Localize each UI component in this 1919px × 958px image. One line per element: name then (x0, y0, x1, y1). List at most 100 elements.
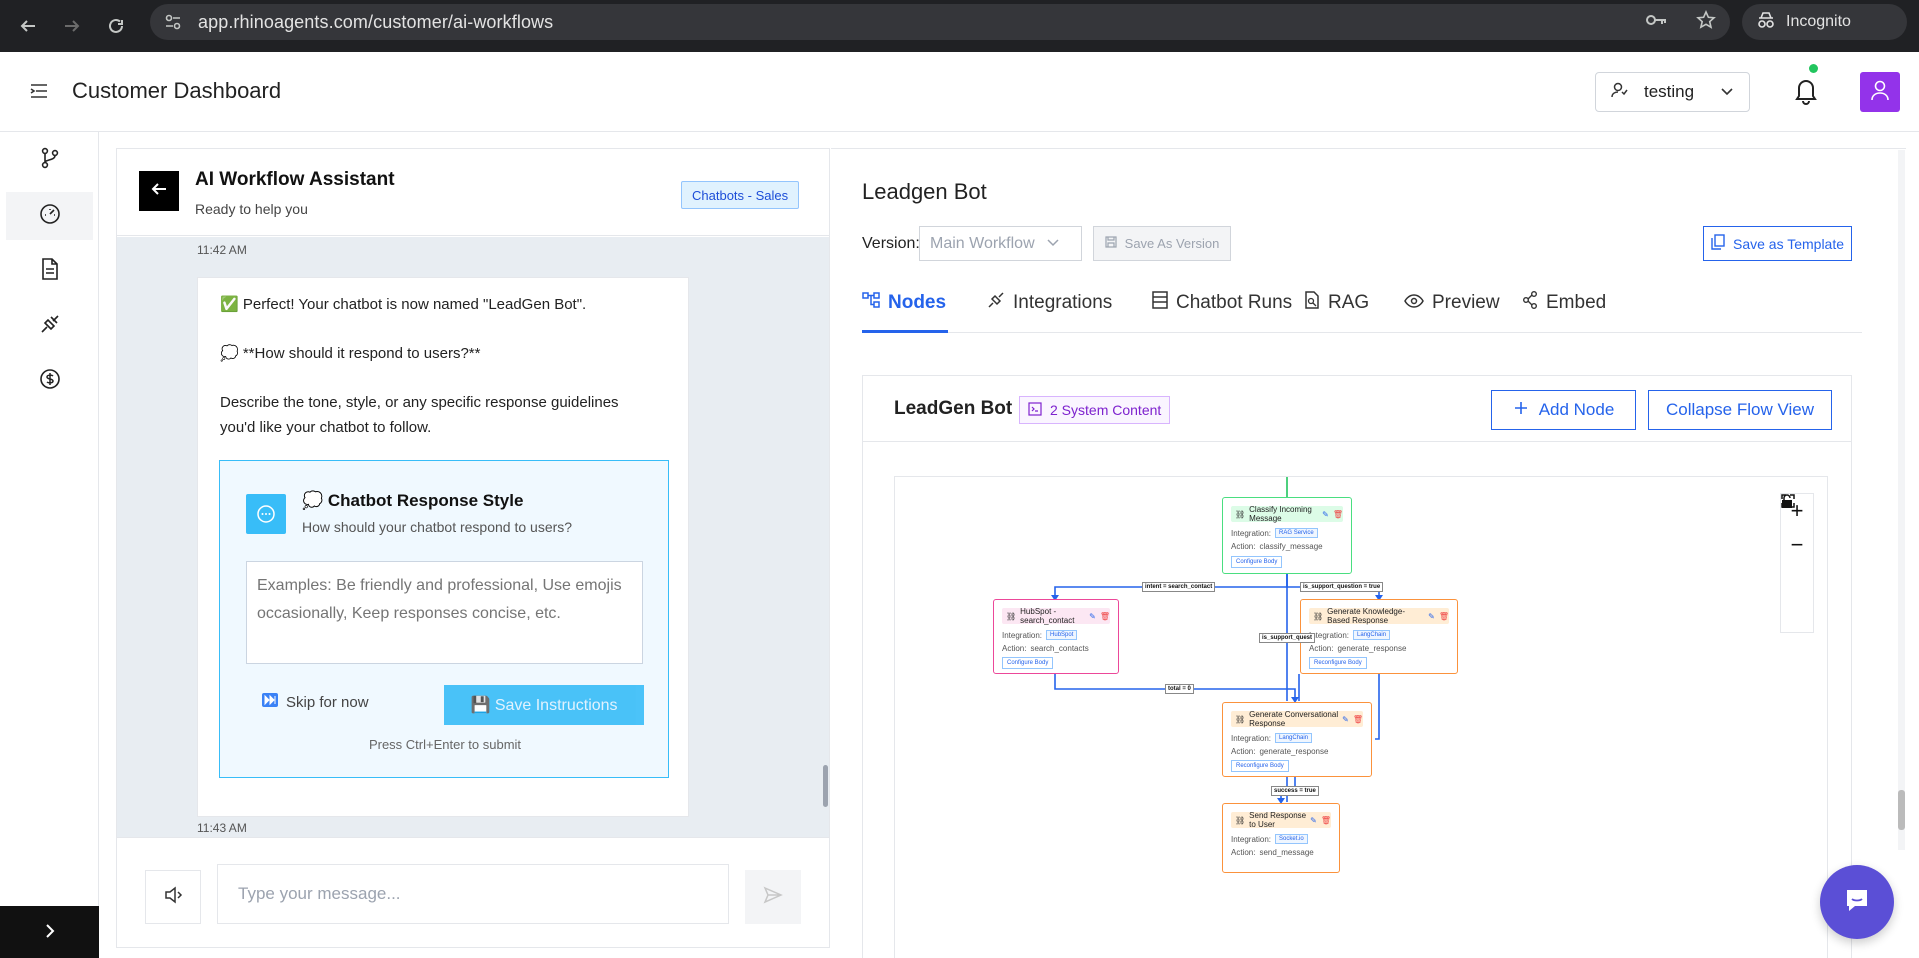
integration-label: Integration: (1231, 834, 1272, 844)
edit-icon[interactable]: ✎ (1322, 509, 1329, 519)
notification-bell-icon[interactable] (1792, 76, 1820, 106)
message-line: you'd like your chatbot to follow. (220, 419, 432, 436)
user-icon (1869, 79, 1891, 106)
flow-canvas[interactable]: ⛓ Classify Incoming Message ✎ 🗑 Integrat… (894, 476, 1828, 958)
site-settings-icon[interactable] (162, 11, 184, 33)
sidebar-expand-button[interactable] (0, 906, 99, 958)
sidebar-item-documents[interactable] (6, 247, 93, 295)
link-icon: ⛓ (1006, 611, 1017, 621)
tab-label: Embed (1546, 292, 1607, 313)
online-status-dot (1809, 64, 1818, 73)
tab-embed[interactable]: Embed (1522, 273, 1606, 333)
trash-icon[interactable]: 🗑 (1332, 509, 1343, 519)
edit-icon[interactable]: ✎ (1089, 611, 1096, 621)
chat-messages[interactable]: 11:42 AM ✅ Perfect! Your chatbot is now … (117, 237, 829, 837)
fit-view-button[interactable] (1781, 494, 1813, 596)
edit-icon[interactable]: ✎ (1428, 611, 1435, 621)
node-title: HubSpot - search_contact (1020, 607, 1075, 625)
tab-preview[interactable]: Preview (1404, 273, 1500, 333)
forward-arrow-icon[interactable] (56, 10, 88, 42)
edit-icon[interactable]: ✎ (1342, 714, 1349, 724)
org-selector[interactable]: testing (1595, 72, 1750, 112)
trash-icon[interactable]: 🗑 (1320, 815, 1331, 825)
bookmark-star-icon[interactable] (1696, 9, 1716, 35)
chat-title: AI Workflow Assistant (195, 169, 395, 190)
eye-icon (1404, 292, 1424, 314)
integration-label: Integration: (1231, 528, 1272, 538)
tab-chatbot-runs[interactable]: Chatbot Runs (1152, 273, 1292, 333)
workflow-title: Leadgen Bot (862, 179, 987, 204)
page-scrollbar[interactable] (1898, 150, 1905, 850)
save-as-version-button[interactable]: Save As Version (1093, 226, 1231, 261)
trash-icon[interactable]: 🗑 (1352, 714, 1363, 724)
reconfigure-body-button[interactable]: Reconfigure Body (1231, 760, 1289, 772)
reload-icon[interactable] (100, 10, 132, 42)
integration-chip: RAG Service (1275, 528, 1318, 538)
scrollbar-thumb[interactable] (1898, 790, 1905, 830)
tab-integrations[interactable]: Integrations (987, 273, 1112, 333)
workflow-node[interactable]: ⛓ Generate Knowledge-Based Response ✎ 🗑 … (1300, 599, 1458, 674)
incognito-label: Incognito (1786, 13, 1851, 30)
node-action: Action:classify_message (1231, 542, 1323, 551)
message-input[interactable] (217, 864, 729, 924)
action-label: Action: (1231, 747, 1256, 756)
chat-icon (1843, 886, 1871, 919)
node-header: ⛓ HubSpot - search_contact ✎ 🗑 (1002, 607, 1110, 625)
workflow-node[interactable]: ⛓ Generate Conversational Response ✎ 🗑 I… (1222, 702, 1372, 777)
node-integration: Integration:LangChain (1231, 733, 1313, 743)
nodes-icon (862, 292, 880, 314)
incognito-indicator[interactable]: Incognito (1742, 4, 1907, 40)
configure-body-button[interactable]: Configure Body (1231, 556, 1283, 568)
url-text: app.rhinoagents.com/customer/ai-workflow… (198, 11, 554, 32)
page-title: Customer Dashboard (72, 78, 282, 103)
message-line: ✅ Perfect! Your chatbot is now named "Le… (220, 296, 587, 313)
back-arrow-icon[interactable] (12, 10, 44, 42)
edit-icon[interactable]: ✎ (1310, 815, 1317, 825)
share-icon (1522, 291, 1538, 315)
plus-icon (1513, 400, 1529, 421)
edge-label: success = true (1271, 786, 1319, 796)
back-button[interactable] (139, 171, 179, 211)
send-button[interactable] (745, 870, 801, 924)
tab-nodes[interactable]: Nodes (862, 273, 946, 333)
integration-label: Integration: (1002, 630, 1043, 640)
chevron-down-icon (1047, 235, 1059, 253)
version-select[interactable]: Main Workflow (919, 226, 1082, 261)
chat-header: AI Workflow Assistant Ready to help you … (117, 149, 829, 236)
sidebar-item-workflows[interactable] (6, 136, 93, 184)
workflow-node[interactable]: ⛓ HubSpot - search_contact ✎ 🗑 Integrati… (993, 599, 1119, 674)
audio-toggle-button[interactable] (145, 870, 201, 924)
sidebar-item-integrations[interactable] (6, 302, 93, 350)
tab-rag[interactable]: RAG (1304, 273, 1369, 333)
tab-label: RAG (1328, 292, 1370, 313)
collapse-flow-button[interactable]: Collapse Flow View (1648, 390, 1832, 430)
save-as-template-button[interactable]: Save as Template (1703, 226, 1852, 261)
workflow-node[interactable]: ⛓ Classify Incoming Message ✎ 🗑 Integrat… (1222, 497, 1352, 574)
chat-composer (117, 837, 829, 947)
sidebar-item-billing[interactable] (6, 357, 93, 405)
skip-button[interactable]: Skip for now (262, 693, 369, 711)
reconfigure-body-button[interactable]: Reconfigure Body (1309, 657, 1367, 669)
user-avatar[interactable] (1860, 72, 1900, 112)
support-chat-button[interactable] (1820, 865, 1894, 939)
address-bar[interactable]: app.rhinoagents.com/customer/ai-workflow… (150, 4, 1730, 40)
add-node-button[interactable]: Add Node (1491, 390, 1636, 430)
zoom-out-button[interactable]: − (1790, 532, 1804, 557)
node-integration: Integration:HubSpot (1002, 630, 1078, 640)
trash-icon[interactable]: 🗑 (1438, 611, 1449, 621)
message-line: 💭 **How should it respond to users?** (220, 345, 481, 362)
password-key-icon[interactable] (1646, 13, 1668, 32)
document-icon (41, 257, 59, 285)
save-instructions-button[interactable]: 💾 Save Instructions (444, 685, 644, 725)
speaker-icon (163, 885, 183, 909)
response-style-input[interactable] (246, 561, 643, 664)
tab-label: Chatbot Runs (1176, 292, 1293, 313)
workflow-node[interactable]: ⛓ Send Response to User ✎ 🗑 Integration:… (1222, 803, 1340, 873)
trash-icon[interactable]: 🗑 (1099, 611, 1110, 621)
system-content-badge[interactable]: 2 System Content (1019, 396, 1171, 424)
sidebar-item-dashboard[interactable] (6, 192, 93, 240)
menu-toggle-icon[interactable] (30, 82, 48, 100)
configure-body-button[interactable]: Configure Body (1002, 657, 1054, 669)
chat-scrollbar[interactable] (823, 765, 828, 807)
lock-button[interactable] (1781, 494, 1813, 630)
